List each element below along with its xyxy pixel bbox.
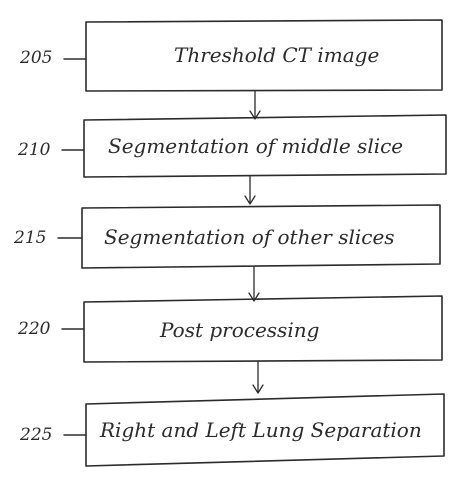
step-ref-210: 210 — [17, 140, 51, 160]
arrow-205-to-210 — [249, 90, 261, 120]
arrow-220-to-225 — [252, 360, 264, 394]
step-ref-205: 205 — [19, 48, 52, 68]
step-label-210: Segmentation of middle slice — [108, 134, 403, 158]
step-box-225 — [85, 393, 445, 467]
step-box-215 — [81, 204, 441, 269]
flow-step-215: 215 Segmentation of other slices — [13, 204, 441, 269]
arrow-210-to-215 — [244, 175, 256, 205]
step-label-205: Threshold CT image — [174, 43, 379, 67]
step-box-220 — [83, 295, 443, 363]
step-ref-215: 215 — [13, 228, 46, 248]
step-box-210 — [83, 114, 447, 178]
flow-step-205: 205 Threshold CT image — [19, 19, 443, 92]
step-box-205 — [85, 19, 443, 92]
step-label-220: Post processing — [159, 318, 319, 342]
flow-step-220: 220 Post processing — [17, 295, 443, 363]
step-ref-220: 220 — [17, 319, 51, 339]
step-label-225: Right and Left Lung Separation — [99, 418, 422, 442]
arrow-215-to-220 — [248, 266, 260, 302]
flow-step-225: 225 Right and Left Lung Separation — [19, 393, 445, 467]
step-ref-225: 225 — [19, 425, 52, 445]
flow-step-210: 210 Segmentation of middle slice — [17, 114, 447, 178]
step-label-215: Segmentation of other slices — [104, 225, 395, 249]
